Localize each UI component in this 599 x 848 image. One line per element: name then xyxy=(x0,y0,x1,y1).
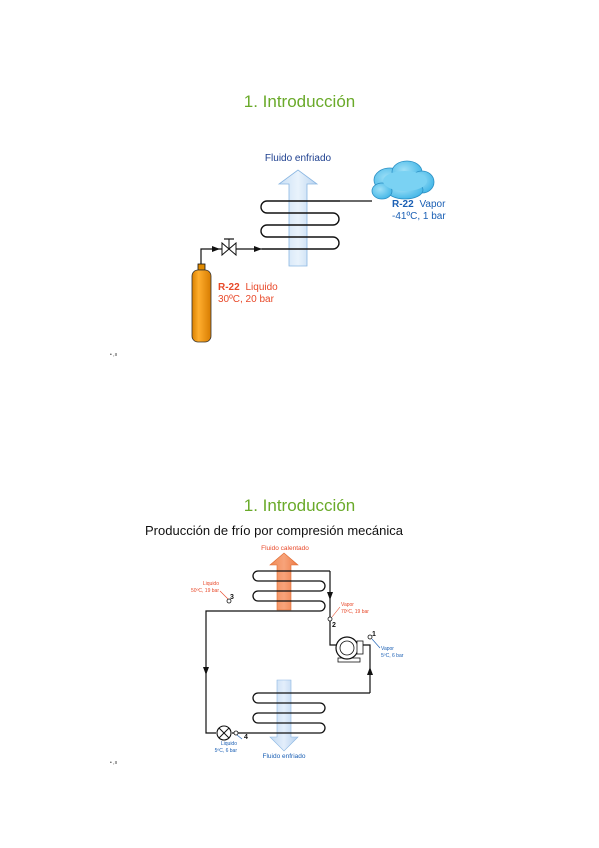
state-point-1-phase: Vapor xyxy=(381,646,394,652)
slide-subtitle: Producción de frío por compresión mecáni… xyxy=(145,523,403,538)
leader-line-1 xyxy=(371,638,381,649)
cooled-fluid-label: Fluido enfriado xyxy=(263,753,306,760)
state-point-3-number: 3 xyxy=(230,594,234,601)
slide-introduction-1: 1. Introducción xyxy=(0,0,599,400)
refrigeration-cycle-diagram: 3 2 1 4 Fluido calentado Fluido enfriado… xyxy=(191,545,404,760)
state-point-2-phase: Vapor xyxy=(341,602,354,608)
expansion-valve-icon xyxy=(221,238,237,257)
leader-line-4 xyxy=(236,734,243,740)
state-point-1-marker xyxy=(367,634,373,640)
flow-arrow-down-left xyxy=(203,667,209,675)
flow-arrow-1 xyxy=(212,246,220,252)
vapor-state: Vapor xyxy=(419,199,446,210)
vapor-state-label: R-22 Vapor xyxy=(392,199,446,210)
evaporation-diagram: Fluido enfriado R-22 Vapor -41ºC, 1 bar … xyxy=(191,153,446,343)
state-point-4-number: 4 xyxy=(244,734,248,741)
state-point-2-marker xyxy=(327,616,333,622)
liquid-inlet-line xyxy=(200,248,262,266)
compressor-icon xyxy=(335,636,364,663)
state-point-4-conditions: 5ºC, 6 bar xyxy=(215,748,238,754)
flow-arrow-up-right xyxy=(367,667,373,675)
liquid-state: Liquido xyxy=(245,282,278,293)
r22-cylinder-icon xyxy=(191,263,212,343)
state-point-1-conditions: 5ºC, 6 bar xyxy=(381,653,404,659)
state-point-1-number: 1 xyxy=(372,631,376,638)
cooled-fluid-arrow xyxy=(277,169,319,267)
liquid-refrigerant-name: R-22 xyxy=(218,282,240,293)
cooled-fluid-arrow xyxy=(269,679,299,752)
liquid-state-label: R-22 Liquido xyxy=(218,282,278,293)
state-point-3-marker xyxy=(226,598,232,604)
condenser-coil xyxy=(252,570,330,612)
state-point-3-phase: Liquido xyxy=(203,581,219,587)
leader-line-2 xyxy=(331,606,341,618)
state-point-2-number: 2 xyxy=(332,622,336,629)
vapor-cloud-fill xyxy=(383,171,427,191)
state-point-2-conditions: 70ºC, 19 bar xyxy=(341,609,369,615)
cooled-fluid-label: Fluido enfriado xyxy=(265,153,332,164)
page-mark: • ,ıı xyxy=(110,760,118,766)
liquid-conditions: 30ºC, 20 bar xyxy=(218,294,275,305)
expansion-valve-icon xyxy=(216,725,232,741)
leader-line-3 xyxy=(219,590,229,600)
evaporator-coil xyxy=(260,200,340,250)
flow-arrow-down-right xyxy=(327,592,333,600)
slide-introduction-2: 1. Introducción Producción de frío por c… xyxy=(0,405,599,845)
flow-arrow-2 xyxy=(254,246,262,252)
vapor-conditions: -41ºC, 1 bar xyxy=(392,211,446,222)
vapor-refrigerant-name: R-22 xyxy=(392,199,414,210)
evaporator-coil xyxy=(232,692,370,734)
slide-title: 1. Introducción xyxy=(243,92,356,111)
state-point-4-marker xyxy=(233,730,239,736)
state-point-4-phase: Liquido xyxy=(221,741,237,747)
state-point-3-conditions: 50ºC, 19 bar xyxy=(191,588,219,594)
heated-fluid-label: Fluido calentado xyxy=(261,545,309,552)
page-mark: • ,ıı xyxy=(110,352,118,358)
slide-title: 1. Introducción xyxy=(243,496,356,515)
